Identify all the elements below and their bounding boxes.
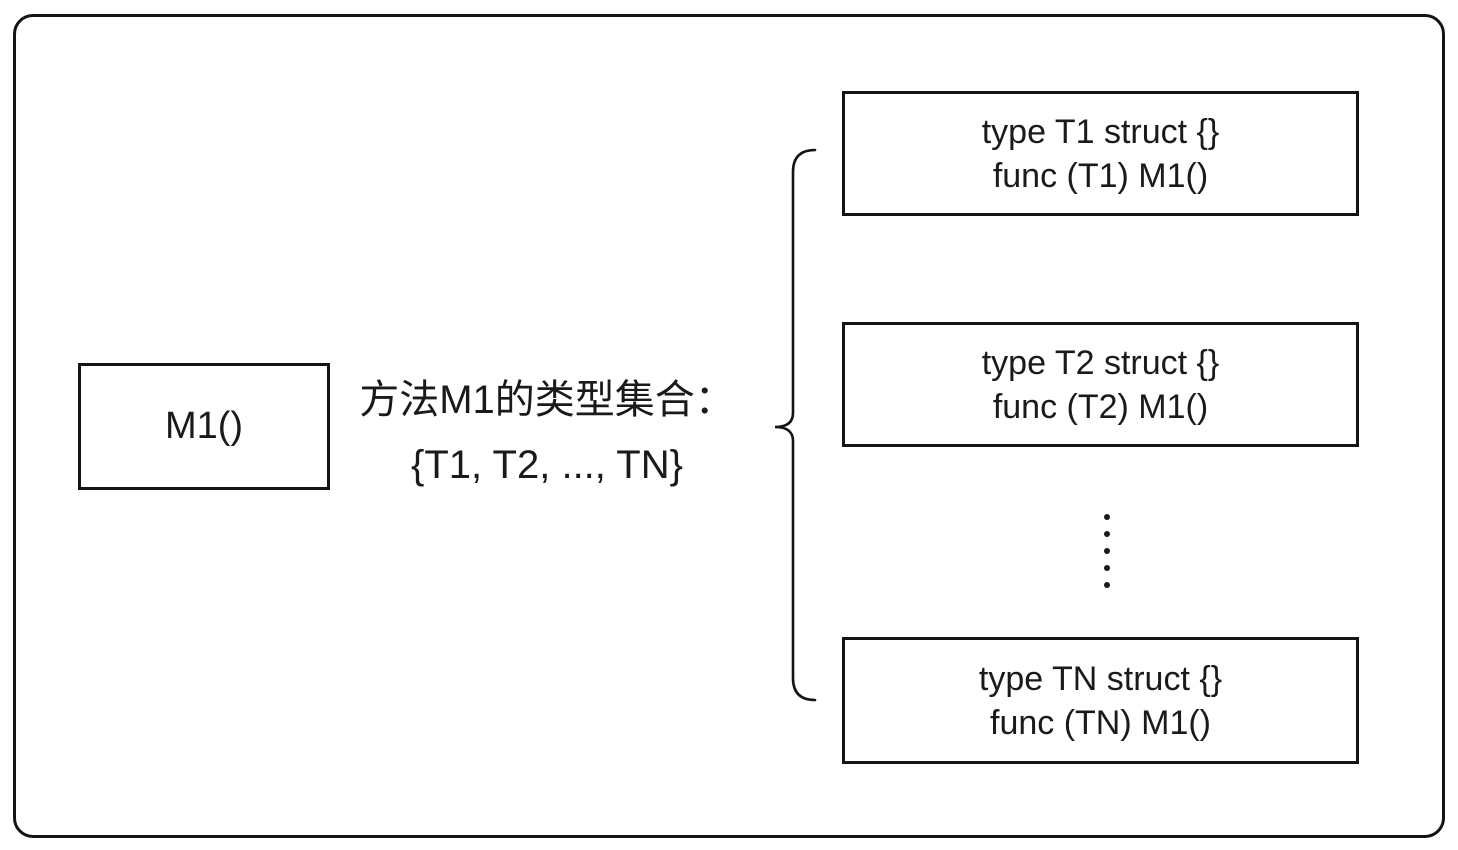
type-box-tn: type TN struct {} func (TN) M1(): [842, 637, 1359, 764]
type-box-tn-line2: func (TN) M1(): [990, 703, 1211, 742]
type-set-label-line2: {T1, T2, ..., TN}: [411, 443, 683, 487]
type-box-t1: type T1 struct {} func (T1) M1(): [842, 91, 1359, 216]
type-box-t1-line2: func (T1) M1(): [992, 156, 1209, 195]
type-set-label-line1: 方法M1的类型集合：: [359, 378, 735, 422]
type-box-t2-line1: type T2 struct {}: [981, 343, 1220, 382]
type-box-t2: type T2 struct {} func (T2) M1(): [842, 322, 1359, 447]
type-box-t1-line1: type T1 struct {}: [981, 112, 1220, 151]
type-box-t2-line2: func (T2) M1(): [992, 387, 1209, 426]
type-set-label: 方法M1的类型集合： {T1, T2, ..., TN}: [347, 374, 747, 490]
method-box: M1(): [78, 363, 330, 490]
method-box-label: M1(): [164, 405, 244, 447]
type-box-tn-line1: type TN struct {}: [978, 659, 1223, 698]
vertical-ellipsis-icon: [1104, 514, 1110, 588]
left-curly-brace-icon: [774, 148, 817, 702]
